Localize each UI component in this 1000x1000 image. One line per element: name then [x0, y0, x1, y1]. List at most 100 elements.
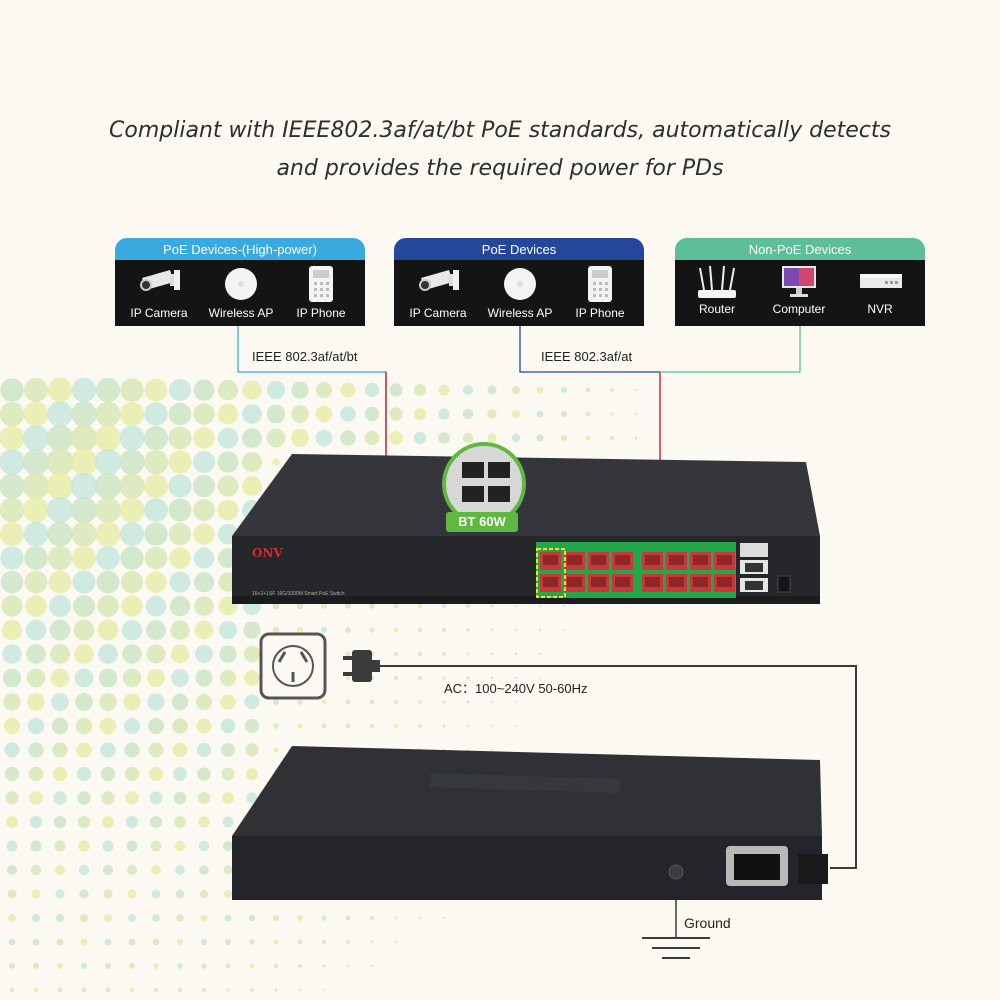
- router-icon: [698, 265, 736, 298]
- background-dot: [147, 717, 165, 735]
- background-dot: [248, 914, 256, 922]
- background-dot: [266, 380, 286, 400]
- background-dot: [297, 915, 303, 921]
- background-dot: [70, 496, 98, 524]
- background-dot: [225, 939, 231, 945]
- background-dot: [394, 724, 398, 728]
- background-dot: [168, 426, 192, 450]
- background-dot: [490, 724, 494, 728]
- device-label: Wireless AP: [208, 306, 274, 320]
- background-dot: [71, 377, 97, 403]
- background-dot: [95, 377, 121, 403]
- background-dot: [48, 570, 72, 594]
- background-dot: [201, 987, 207, 993]
- device-label: NVR: [867, 302, 893, 316]
- background-dot: [297, 723, 303, 729]
- ip-phone-icon: [309, 266, 333, 302]
- background-dot: [243, 645, 261, 663]
- background-dot: [217, 475, 239, 497]
- background-dot: [561, 411, 567, 417]
- background-dot: [177, 963, 183, 969]
- background-dot: [172, 742, 188, 758]
- rj45-port-socket: [615, 577, 630, 587]
- switch-logo: ONV: [252, 546, 283, 560]
- background-dot: [120, 546, 144, 570]
- background-dot: [217, 379, 239, 401]
- background-dot: [5, 815, 19, 829]
- background-dot: [46, 424, 74, 452]
- background-dot: [442, 916, 446, 920]
- background-dot: [538, 676, 542, 680]
- background-dot: [393, 675, 399, 681]
- background-dot: [95, 401, 121, 427]
- background-dot: [54, 864, 66, 876]
- background-dot: [79, 889, 89, 899]
- background-dot: [176, 914, 184, 922]
- background-dot: [152, 938, 160, 946]
- background-dot: [466, 700, 470, 704]
- background-dot: [340, 382, 356, 398]
- device-nvr: NVR: [840, 260, 920, 326]
- background-dot: [585, 411, 591, 417]
- background-dot: [94, 472, 122, 500]
- background-dot: [217, 403, 239, 425]
- background-dot: [23, 497, 49, 523]
- background-dot: [174, 840, 186, 852]
- background-dot: [6, 840, 18, 852]
- background-dot: [418, 700, 422, 704]
- background-dot: [561, 387, 567, 393]
- background-dot: [634, 412, 638, 416]
- background-dot: [195, 669, 213, 687]
- background-dot: [245, 767, 259, 781]
- background-dot: [144, 378, 168, 402]
- background-dot: [0, 449, 25, 475]
- background-dot: [514, 700, 518, 704]
- background-dot: [99, 693, 117, 711]
- background-dot: [242, 476, 262, 496]
- background-dot: [176, 938, 184, 946]
- device-label: IP Camera: [409, 306, 467, 320]
- card-title: Non-PoE Devices: [675, 238, 925, 262]
- background-dot: [200, 914, 208, 922]
- switch-top: [232, 454, 820, 536]
- background-dot: [393, 651, 399, 657]
- background-dot: [27, 693, 45, 711]
- background-dot: [100, 766, 116, 782]
- background-dot: [75, 717, 93, 735]
- background-dot: [272, 626, 280, 634]
- background-dot: [0, 521, 25, 547]
- background-dot: [29, 791, 43, 805]
- background-dot: [321, 627, 327, 633]
- standard-label-left: IEEE 802.3af/at/bt: [252, 349, 358, 364]
- background-dot: [266, 428, 286, 448]
- rj45-port-socket: [591, 577, 606, 587]
- background-dot: [150, 840, 162, 852]
- background-dot: [538, 652, 542, 656]
- card-title: PoE Devices: [394, 238, 644, 262]
- background-dot: [192, 474, 216, 498]
- background-dot: [51, 693, 69, 711]
- background-dot: [441, 603, 447, 609]
- background-dot: [538, 604, 542, 608]
- background-dot: [1, 595, 23, 617]
- wire-poe: [519, 326, 660, 373]
- rj45-port-socket: [615, 555, 630, 565]
- background-dot: [101, 815, 115, 829]
- device-label: Router: [698, 302, 736, 316]
- background-dot: [315, 381, 333, 399]
- background-dot: [105, 987, 111, 993]
- background-dot: [169, 547, 191, 569]
- background-dot: [99, 717, 117, 735]
- background-dot: [30, 840, 42, 852]
- background-dot: [266, 404, 286, 424]
- background-dot: [245, 743, 259, 757]
- background-dot: [315, 405, 333, 423]
- background-dot: [346, 964, 350, 968]
- device-ip-phone: IP Phone: [560, 260, 640, 326]
- background-dot: [512, 386, 520, 394]
- background-dot: [75, 693, 93, 711]
- background-dot: [119, 401, 145, 427]
- switch-rear-panel: [232, 836, 822, 900]
- ground-label: Ground: [684, 915, 731, 931]
- background-dot: [53, 791, 67, 805]
